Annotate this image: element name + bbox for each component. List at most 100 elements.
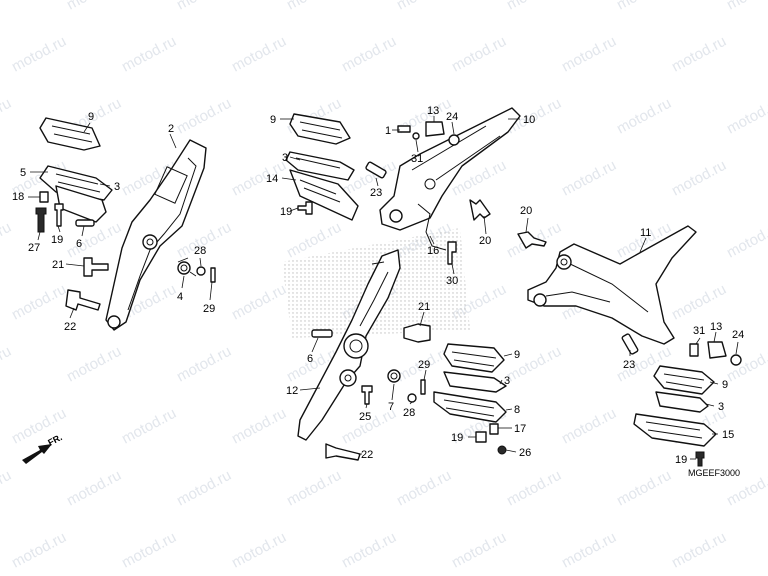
callout-17: 17 bbox=[514, 423, 526, 435]
watermark-text: motod.ru bbox=[229, 281, 289, 324]
top-pin-23 bbox=[365, 161, 387, 179]
right-peg-rubber-top bbox=[289, 113, 351, 145]
right-nut-24 bbox=[730, 354, 742, 366]
top-washer-31 bbox=[412, 132, 420, 140]
callout-20-b: 20 bbox=[520, 205, 532, 217]
callout-29: 29 bbox=[203, 303, 215, 315]
watermark-text: motod.ru bbox=[9, 281, 69, 324]
watermark-text: motod.ru bbox=[614, 95, 674, 138]
left-bolt-21 bbox=[83, 257, 109, 277]
callout-19-b: 19 bbox=[280, 206, 292, 218]
callout-12: 12 bbox=[286, 385, 298, 397]
right-pin-23 bbox=[621, 333, 639, 355]
watermark-text: motod.ru bbox=[119, 405, 179, 448]
callout-19-d: 19 bbox=[675, 454, 687, 466]
watermark-text: motod.ru bbox=[669, 529, 729, 572]
callout-23-b: 23 bbox=[623, 359, 635, 371]
right-boss-lower bbox=[533, 293, 547, 307]
center-bolt-22 bbox=[325, 443, 361, 461]
callout-14: 14 bbox=[266, 173, 278, 185]
center-washer-28 bbox=[407, 393, 417, 403]
callout-9-b: 9 bbox=[270, 114, 276, 126]
right-footpeg-top bbox=[285, 151, 355, 181]
callout-2: 2 bbox=[168, 123, 174, 135]
watermark-text: motod.ru bbox=[229, 405, 289, 448]
right-bolt-31 bbox=[689, 343, 699, 357]
watermark-text: motod.ru bbox=[9, 33, 69, 76]
callout-28: 28 bbox=[194, 245, 206, 257]
watermark-text: motod.ru bbox=[284, 467, 344, 510]
left-lower-boss bbox=[107, 315, 121, 329]
callout-3: 3 bbox=[114, 181, 120, 193]
callout-25: 25 bbox=[359, 411, 371, 423]
callout-23: 23 bbox=[370, 187, 382, 199]
watermark-text: motod.ru bbox=[724, 219, 768, 262]
callout-4: 4 bbox=[177, 291, 183, 303]
callout-3-c: 3 bbox=[504, 375, 510, 387]
center-bolt-26 bbox=[497, 445, 507, 455]
watermark-text: motod.ru bbox=[284, 0, 344, 14]
left-bolt-22 bbox=[65, 289, 101, 311]
watermark-text: motod.ru bbox=[174, 0, 234, 14]
callout-24: 24 bbox=[446, 111, 458, 123]
center-bolt-19 bbox=[475, 431, 487, 443]
watermark-text: motod.ru bbox=[0, 219, 14, 262]
callout-24-b: 24 bbox=[732, 329, 744, 341]
callout-13: 13 bbox=[427, 105, 439, 117]
watermark-text: motod.ru bbox=[0, 0, 14, 14]
left-bolt-27 bbox=[35, 207, 47, 233]
center-footpeg-3 bbox=[443, 371, 507, 393]
right-boss-upper bbox=[556, 254, 572, 270]
callout-1: 1 bbox=[385, 125, 391, 137]
leader-lines bbox=[28, 116, 739, 460]
left-washer-28 bbox=[196, 266, 206, 276]
watermark-text: motod.ru bbox=[724, 95, 768, 138]
callout-30: 30 bbox=[446, 275, 458, 287]
callout-20: 20 bbox=[479, 235, 491, 247]
top-bolt-30 bbox=[447, 241, 457, 265]
watermark-text: motod.ru bbox=[64, 0, 124, 14]
watermark-text: motod.ru bbox=[559, 33, 619, 76]
center-top-assembly bbox=[285, 107, 521, 265]
watermark-text: motod.ru bbox=[174, 467, 234, 510]
callout-10: 10 bbox=[523, 114, 535, 126]
left-bracket-inner bbox=[127, 157, 197, 311]
callout-22: 22 bbox=[64, 321, 76, 333]
callout-16: 16 bbox=[427, 245, 439, 257]
right-peg-body-15 bbox=[633, 413, 717, 447]
callout-15: 15 bbox=[722, 429, 734, 441]
right-bolt-20 bbox=[517, 231, 547, 249]
top-plate-13 bbox=[425, 121, 445, 137]
left-bracket-slot bbox=[154, 166, 188, 204]
callout-31-b: 31 bbox=[693, 325, 705, 337]
center-pin-29 bbox=[420, 379, 426, 395]
left-spring bbox=[177, 257, 197, 277]
center-bolt-25 bbox=[361, 385, 373, 405]
watermark-text: motod.ru bbox=[559, 405, 619, 448]
callout-29-b: 29 bbox=[418, 359, 430, 371]
callout-9-c: 9 bbox=[514, 349, 520, 361]
watermark-text: motod.ru bbox=[559, 529, 619, 572]
left-collar bbox=[39, 191, 49, 203]
left-footpeg-assembly bbox=[35, 117, 216, 331]
callout-21: 21 bbox=[52, 259, 64, 271]
watermark-text: motod.ru bbox=[669, 33, 729, 76]
callout-9: 9 bbox=[88, 111, 94, 123]
watermark-text: motod.ru bbox=[504, 0, 564, 14]
watermark-text: motod.ru bbox=[394, 467, 454, 510]
watermark-text: motod.ru bbox=[339, 33, 399, 76]
callout-22-b: 22 bbox=[361, 449, 373, 461]
top-bolt-19 bbox=[297, 201, 313, 215]
left-pin-6 bbox=[75, 219, 95, 227]
callout-13-b: 13 bbox=[710, 321, 722, 333]
watermark-text: motod.ru bbox=[64, 343, 124, 386]
center-pin-6 bbox=[311, 329, 333, 338]
callout-19-c: 19 bbox=[451, 432, 463, 444]
watermark-text: motod.ru bbox=[614, 467, 674, 510]
left-peg-rubber bbox=[39, 117, 101, 151]
callout-28-b: 28 bbox=[403, 407, 415, 419]
watermark-text: motod.ru bbox=[64, 467, 124, 510]
watermark-text: motod.ru bbox=[394, 0, 454, 14]
callout-31: 31 bbox=[411, 153, 423, 165]
callout-6-b: 6 bbox=[307, 353, 313, 365]
